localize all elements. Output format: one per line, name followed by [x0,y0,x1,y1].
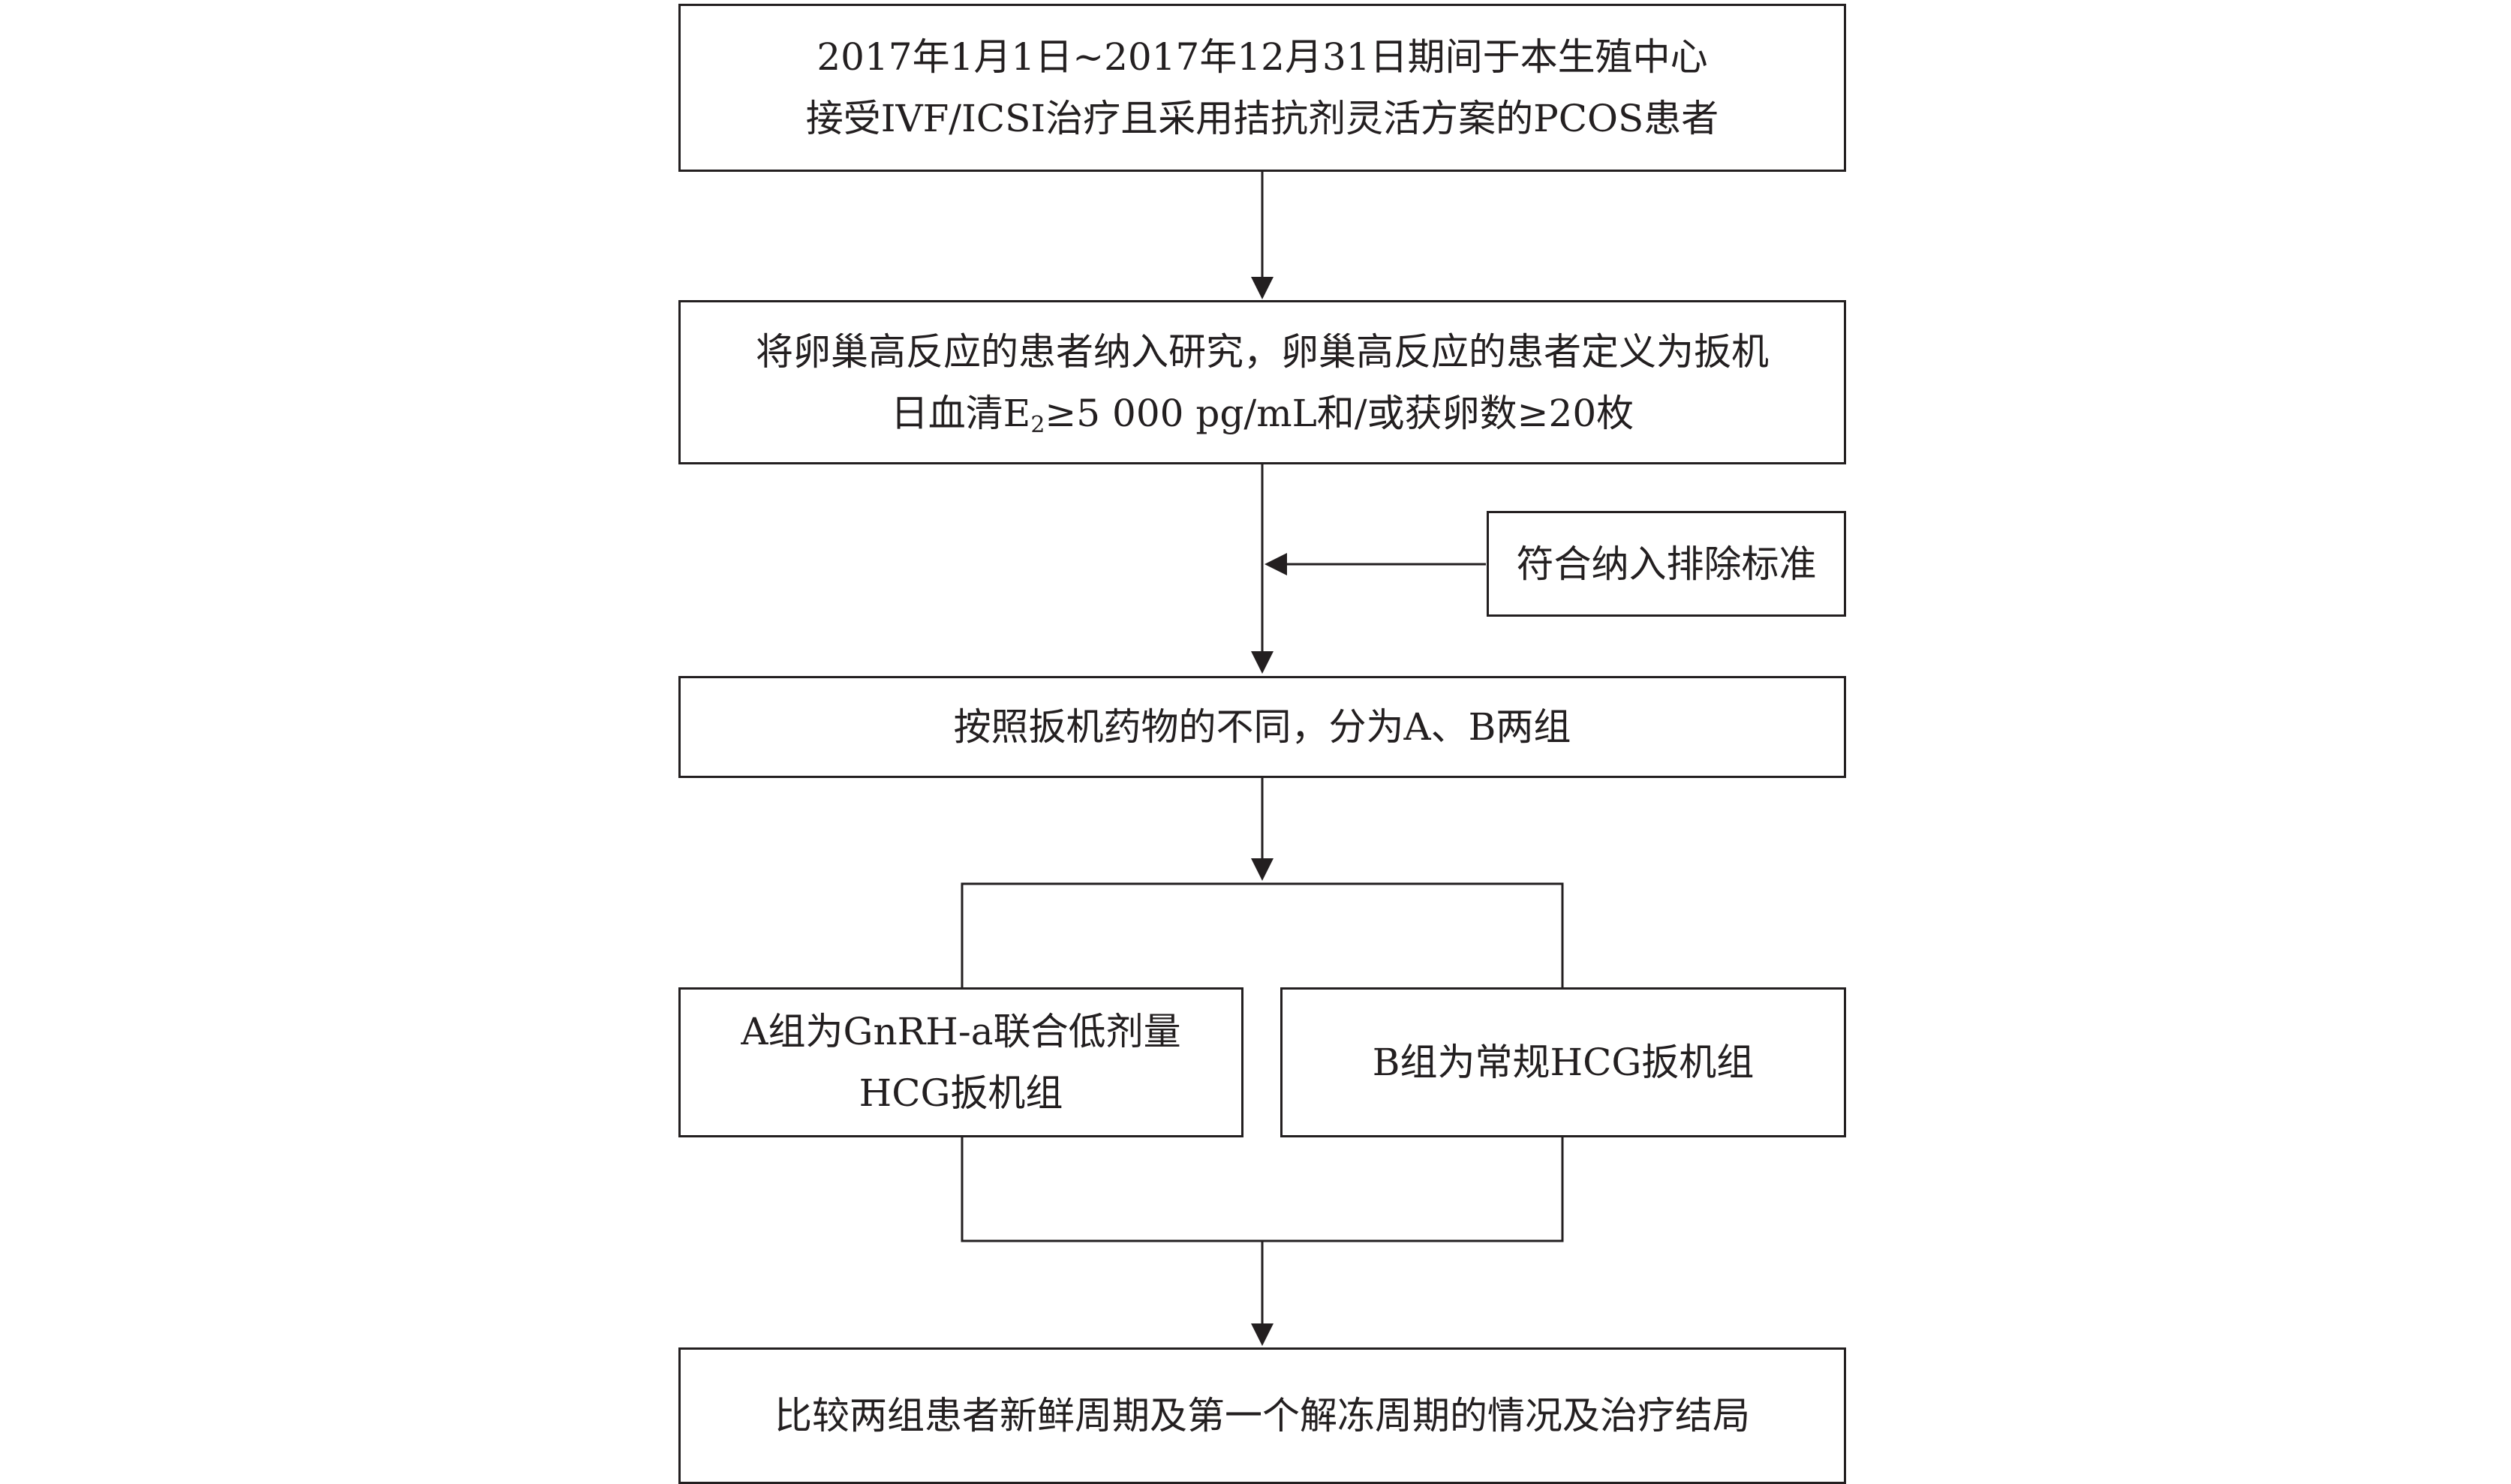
inclusion-line-2: 日血清E2≥5 000 pg/mL和/或获卵数≥20枚 [891,383,1634,444]
group-a-box: A组为GnRH-a联合低剂量 HCG扳机组 [678,987,1243,1137]
grouping-label: 按照扳机药物的不同，分为A、B两组 [953,705,1571,749]
merge-bracket [961,1137,1564,1242]
group-a-line-2: HCG扳机组 [859,1071,1063,1115]
criteria-label: 符合纳入排除标准 [1516,542,1817,586]
split-bracket [961,882,1564,989]
inclusion-box: 将卵巢高反应的患者纳入研究，卵巢高反应的患者定义为扳机 日血清E2≥5 000 … [678,300,1846,464]
inclusion-line-1: 将卵巢高反应的患者纳入研究，卵巢高反应的患者定义为扳机 [756,329,1769,374]
grouping-box: 按照扳机药物的不同，分为A、B两组 [678,676,1846,778]
criteria-box: 符合纳入排除标准 [1487,511,1846,617]
group-a-line-1: A组为GnRH-a联合低剂量 [741,1010,1181,1053]
start-box: 2017年1月1日~2017年12月31日期间于本生殖中心 接受IVF/ICSI… [678,4,1846,172]
inclusion-line-2-prefix: 日血清E [890,391,1031,435]
group-b-label: B组为常规HCG扳机组 [1372,1041,1755,1084]
outcome-box: 比较两组患者新鲜周期及第一个解冻周期的情况及治疗结局 [678,1347,1846,1484]
start-line-2: 接受IVF/ICSI治疗且采用拮抗剂灵活方案的PCOS患者 [805,97,1719,140]
inclusion-line-2-subscript: 2 [1030,411,1045,438]
group-b-box: B组为常规HCG扳机组 [1280,987,1846,1137]
start-line-1: 2017年1月1日~2017年12月31日期间于本生殖中心 [816,35,1708,79]
outcome-label: 比较两组患者新鲜周期及第一个解冻周期的情况及治疗结局 [774,1394,1750,1437]
inclusion-line-2-suffix: ≥5 000 pg/mL和/或获卵数≥20枚 [1045,391,1634,435]
